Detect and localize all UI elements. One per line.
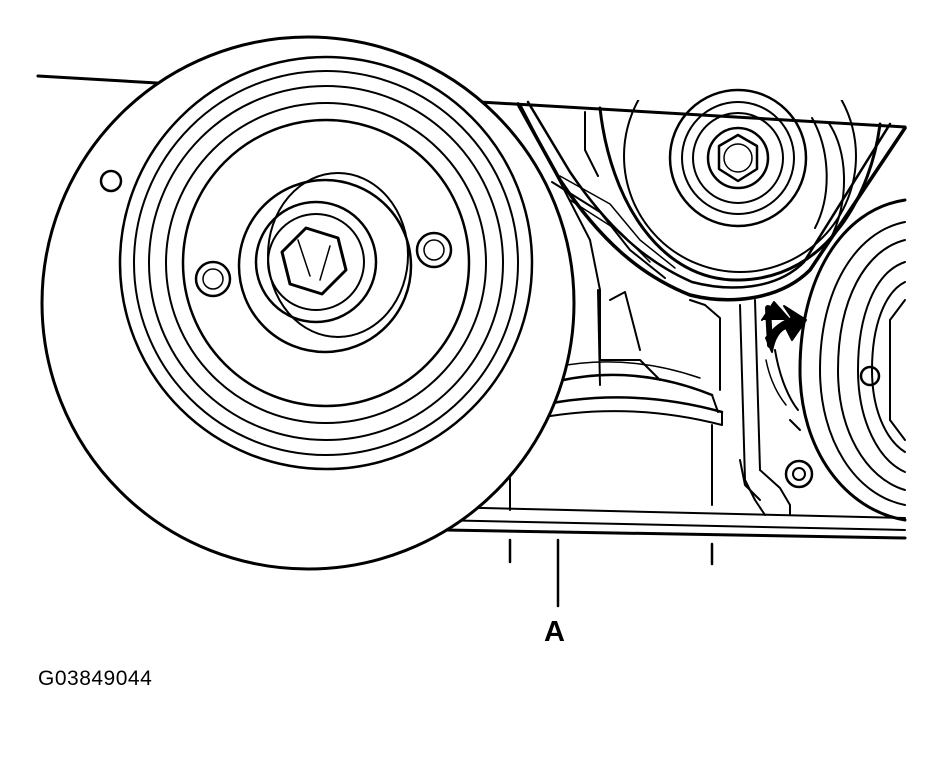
crank-pulley-bolt-head <box>280 226 348 296</box>
crank-hub-outer <box>237 178 413 354</box>
rotation-arrow <box>761 301 807 411</box>
crank-pulley-timing-hole <box>99 169 123 193</box>
mounting-bolt <box>784 459 814 489</box>
callout-lines <box>508 538 714 608</box>
crank-pulley-left-hole <box>194 260 232 298</box>
crankshaft-pulley <box>40 35 576 571</box>
callout-label-a: A <box>544 616 565 648</box>
idler-pulley-bolt-head <box>717 133 759 183</box>
idler-pulley <box>598 88 882 282</box>
crank-pulley-right-hole <box>415 231 453 269</box>
accessory-pulley-bolt-hole <box>859 365 881 387</box>
figure-id: G03849044 <box>38 667 153 690</box>
drive-belt <box>516 100 907 302</box>
accessory-pulley <box>798 198 907 522</box>
